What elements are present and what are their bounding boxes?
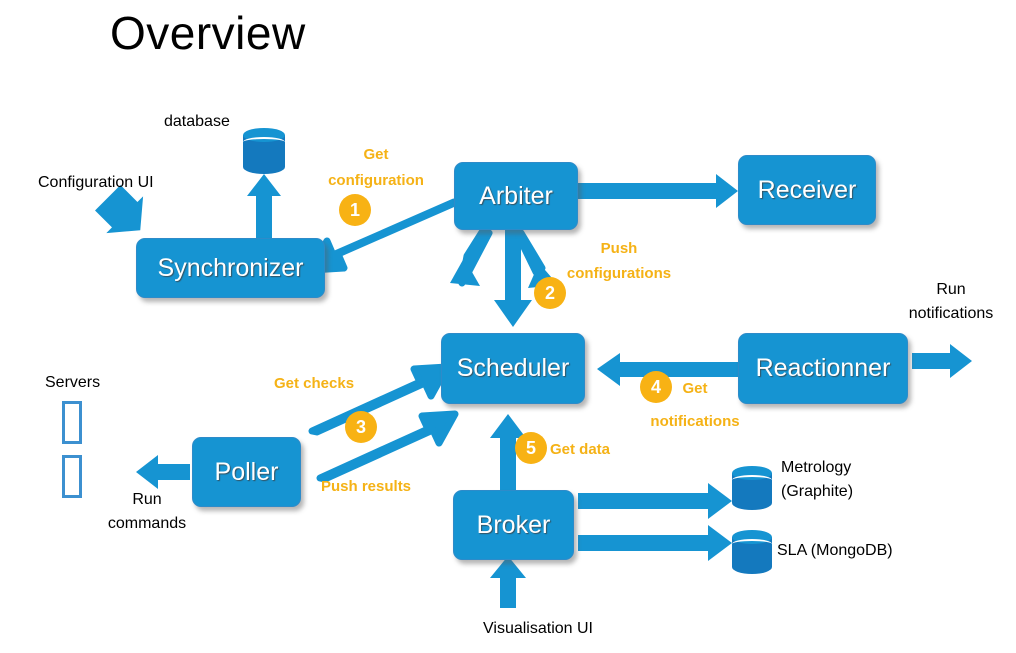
sla-label: SLA (MongoDB): [777, 542, 893, 559]
run-commands-label-line1: Run: [132, 491, 162, 508]
node-synchronizer-label: Synchronizer: [157, 253, 304, 282]
page-title: Overview: [110, 7, 306, 59]
node-poller[interactable]: Poller: [192, 437, 301, 507]
node-broker[interactable]: Broker: [453, 490, 574, 560]
node-poller-label: Poller: [214, 457, 279, 486]
get-checks-label: Get checks: [274, 375, 355, 392]
step-badge-3: 3: [345, 411, 377, 443]
cylinder-rim: [732, 475, 772, 485]
node-scheduler-label: Scheduler: [456, 354, 570, 382]
arrow-broker-to-metrology: [578, 483, 732, 519]
node-reactionner[interactable]: Reactionner: [738, 333, 908, 404]
arrow-arbiter-to-synchronizer: [307, 197, 463, 274]
server-rect-1: [62, 401, 82, 444]
metrology-label-line2: (Graphite): [781, 483, 854, 500]
push-configurations-label-line1: Push: [600, 240, 638, 257]
node-reactionner-label: Reactionner: [755, 354, 891, 382]
step-badge-4: 4: [640, 371, 672, 403]
run-notifications-label-line1: Run: [936, 281, 966, 298]
push-results-label: Push results: [321, 478, 412, 495]
node-receiver-label: Receiver: [757, 175, 857, 204]
node-receiver[interactable]: Receiver: [738, 155, 876, 225]
get-configuration-label-line1: Get: [363, 146, 389, 163]
arrow-arbiter-fan-left: [450, 225, 493, 287]
arrow-poller-push-results: [316, 410, 459, 483]
database-cylinder-icon: [243, 128, 285, 174]
arrow-broker-to-sla: [578, 525, 732, 561]
cylinder-rim: [243, 137, 285, 147]
node-arbiter[interactable]: Arbiter: [454, 162, 578, 230]
step-badge-5: 5: [515, 432, 547, 464]
step-badge-2: 2: [534, 277, 566, 309]
visualisation-ui-label: Visualisation UI: [483, 620, 593, 637]
step-badge-1: 1: [339, 194, 371, 226]
node-arbiter-label: Arbiter: [479, 181, 553, 210]
arrow-poller-get-checks: [308, 363, 451, 436]
get-data-label: Get data: [550, 441, 611, 458]
arrow-visualisation-ui-to-broker: [490, 556, 526, 608]
get-notifications-label-line1: Get: [682, 380, 708, 397]
run-commands-label-line2: commands: [107, 515, 187, 532]
arrow-reactionner-run-notifications: [912, 344, 972, 378]
node-synchronizer[interactable]: Synchronizer: [136, 238, 325, 298]
database-label: database: [164, 113, 230, 130]
cylinder-rim: [732, 539, 772, 549]
arrow-arbiter-to-scheduler: [494, 229, 532, 327]
arrow-poller-to-servers: [136, 455, 190, 489]
servers-label: Servers: [45, 374, 101, 391]
configuration-ui-label: Configuration UI: [38, 174, 154, 191]
get-configuration-label-line2: configuration: [328, 172, 424, 189]
push-configurations-label-line2: configurations: [566, 265, 672, 282]
server-rect-2: [62, 455, 82, 498]
arrow-reactionner-to-scheduler: [597, 353, 738, 386]
metrology-cylinder-icon: [732, 466, 772, 510]
metrology-label-line1: Metrology: [781, 459, 852, 476]
node-broker-label: Broker: [476, 510, 551, 539]
get-notifications-label-line2: notifications: [650, 413, 740, 430]
arrow-configuration-ui-to-synchronizer: [95, 185, 144, 234]
sla-cylinder-icon: [732, 530, 772, 574]
run-notifications-label-line2: notifications: [908, 305, 994, 322]
arrow-arbiter-to-receiver: [578, 174, 738, 208]
arrow-synchronizer-to-database: [247, 174, 281, 238]
node-scheduler[interactable]: Scheduler: [441, 333, 585, 404]
arrow-broker-to-scheduler: [490, 414, 526, 490]
